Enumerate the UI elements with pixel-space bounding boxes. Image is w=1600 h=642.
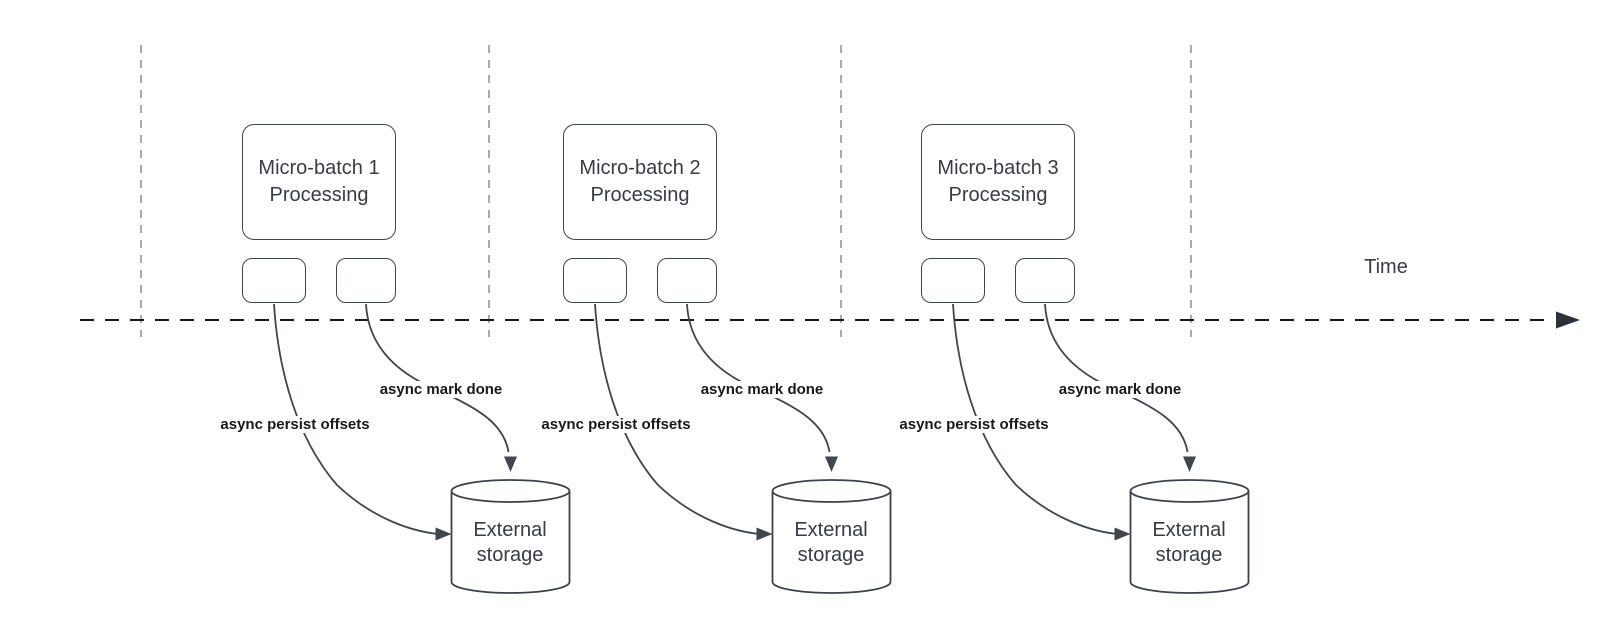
storage-cylinder-rim (771, 479, 892, 503)
task-box-left (921, 258, 985, 303)
microbatch-group-1: Micro-batch 1 Processing async persist o… (217, 0, 578, 642)
microbatch-box: Micro-batch 1 Processing (242, 124, 396, 240)
storage-cylinder-rim (450, 479, 571, 503)
microbatch-box: Micro-batch 3 Processing (921, 124, 1075, 240)
microbatch-group-3: Micro-batch 3 Processing async persist o… (896, 0, 1257, 642)
persist-offsets-label: async persist offsets (217, 416, 373, 433)
microbatch-group-2: Micro-batch 2 Processing async persist o… (538, 0, 899, 642)
task-box-left (563, 258, 627, 303)
task-box-right (336, 258, 396, 303)
persist-offsets-arrow (273, 303, 440, 535)
persist-offsets-arrow (952, 303, 1119, 535)
group-arrows-layer (273, 303, 571, 594)
storage-cylinder-body (1129, 491, 1250, 594)
microbatch-box-title-line1: Micro-batch 2 (579, 157, 701, 179)
persist-offsets-arrow (594, 303, 761, 535)
time-axis-label: Time (1364, 256, 1408, 278)
persist-offsets-arrowhead-icon (1114, 527, 1131, 541)
microbatch-box-title-line1: Micro-batch 1 (258, 157, 380, 179)
storage-cylinder-rim (1129, 479, 1250, 503)
microbatch-box-title-line1: Micro-batch 3 (937, 157, 1059, 179)
mark-done-label: async mark done (1055, 381, 1185, 398)
microbatch-box-title-line2: Processing (269, 184, 369, 206)
mark-done-arrow (365, 303, 510, 453)
task-box-left (242, 258, 306, 303)
task-box-right (657, 258, 717, 303)
storage-cylinder-body (771, 491, 892, 594)
persist-offsets-arrowhead-icon (435, 527, 452, 541)
external-storage-label: External storage (1152, 519, 1226, 566)
external-storage-label: External storage (794, 519, 868, 566)
mark-done-arrowhead-icon (825, 456, 838, 472)
persist-offsets-label: async persist offsets (538, 416, 694, 433)
storage-cylinder-body (450, 491, 571, 594)
mark-done-label: async mark done (697, 381, 827, 398)
microbatch-box-title-line2: Processing (590, 184, 690, 206)
microbatch-box: Micro-batch 2 Processing (563, 124, 717, 240)
mark-done-arrowhead-icon (1183, 456, 1196, 472)
time-axis-arrowhead-icon (1556, 311, 1580, 329)
mark-done-arrowhead-icon (504, 456, 517, 472)
task-box-right (1015, 258, 1075, 303)
microbatch-box-title-line2: Processing (948, 184, 1048, 206)
mark-done-arrow (686, 303, 831, 453)
mark-done-arrow (1044, 303, 1189, 453)
mark-done-label: async mark done (376, 381, 506, 398)
persist-offsets-arrowhead-icon (756, 527, 773, 541)
persist-offsets-label: async persist offsets (896, 416, 1052, 433)
external-storage-label: External storage (473, 519, 547, 566)
